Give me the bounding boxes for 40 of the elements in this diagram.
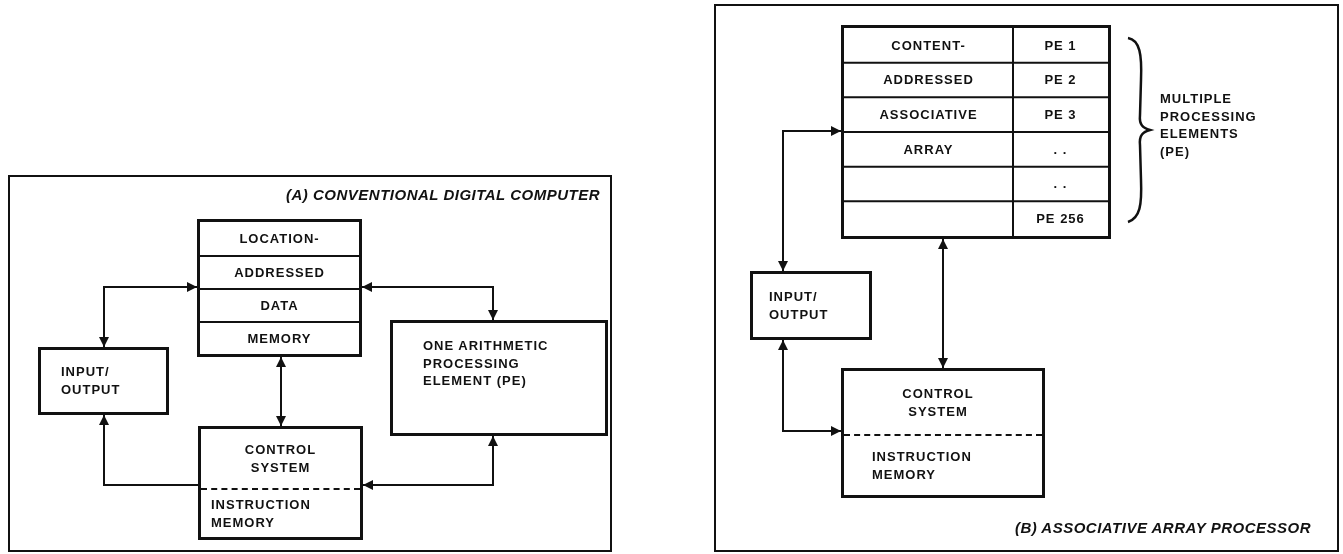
connector-arrow — [938, 238, 948, 369]
table-cell-text: ASSOCIATIVE — [878, 105, 979, 124]
table-cell-text: CONTENT- — [890, 36, 967, 55]
panel-title: (A) CONVENTIONAL DIGITAL COMPUTER — [286, 185, 600, 205]
table-cell-text: PE 3 — [1043, 105, 1078, 124]
process-box — [390, 320, 608, 436]
panel-frame — [714, 4, 1339, 552]
control-box — [198, 426, 363, 540]
table-cell-text: ARRAY — [902, 140, 955, 159]
table-cell-text: . . — [1052, 175, 1069, 194]
table-row-text: DATA — [200, 288, 359, 321]
table-cell-text: PE 2 — [1043, 71, 1078, 90]
connector-arrow — [778, 126, 842, 272]
table-row-text: MEMORY — [200, 321, 359, 354]
box-label: INPUT/ OUTPUT — [768, 287, 830, 324]
memory-box — [197, 219, 362, 357]
table-cell-text: PE 1 — [1043, 36, 1078, 55]
table-row-text: LOCATION- — [238, 229, 321, 248]
connector-arrow — [362, 435, 498, 490]
panel-frame — [8, 175, 612, 552]
box-label: INSTRUCTION MEMORY — [211, 495, 312, 532]
table-row-text: ADDRESSED — [200, 255, 359, 288]
connector-arrow — [99, 414, 199, 486]
table-cell-text: ADDRESSED — [882, 71, 975, 90]
box-label: INSTRUCTION MEMORY — [872, 447, 973, 484]
connector-arrow — [361, 282, 498, 321]
process-box — [750, 271, 872, 340]
process-box — [38, 347, 169, 415]
table-cell-text: . . — [1052, 140, 1069, 159]
connector-arrow — [99, 282, 198, 348]
box-label: CONTROL SYSTEM — [901, 384, 975, 421]
box-label: CONTROL SYSTEM — [243, 440, 318, 477]
table-cell-text: PE 256 — [1035, 209, 1086, 228]
box-label: ONE ARITHMETIC PROCESSING ELEMENT (PE) — [422, 337, 550, 390]
panel-title: (B) ASSOCIATIVE ARRAY PROCESSOR — [1014, 517, 1311, 538]
connector-arrow — [778, 339, 842, 436]
side-note: MULTIPLE PROCESSING ELEMENTS (PE) — [1160, 90, 1258, 161]
box-label: INPUT/ OUTPUT — [60, 363, 122, 399]
connector-arrow — [276, 356, 286, 427]
control-box — [841, 368, 1045, 498]
